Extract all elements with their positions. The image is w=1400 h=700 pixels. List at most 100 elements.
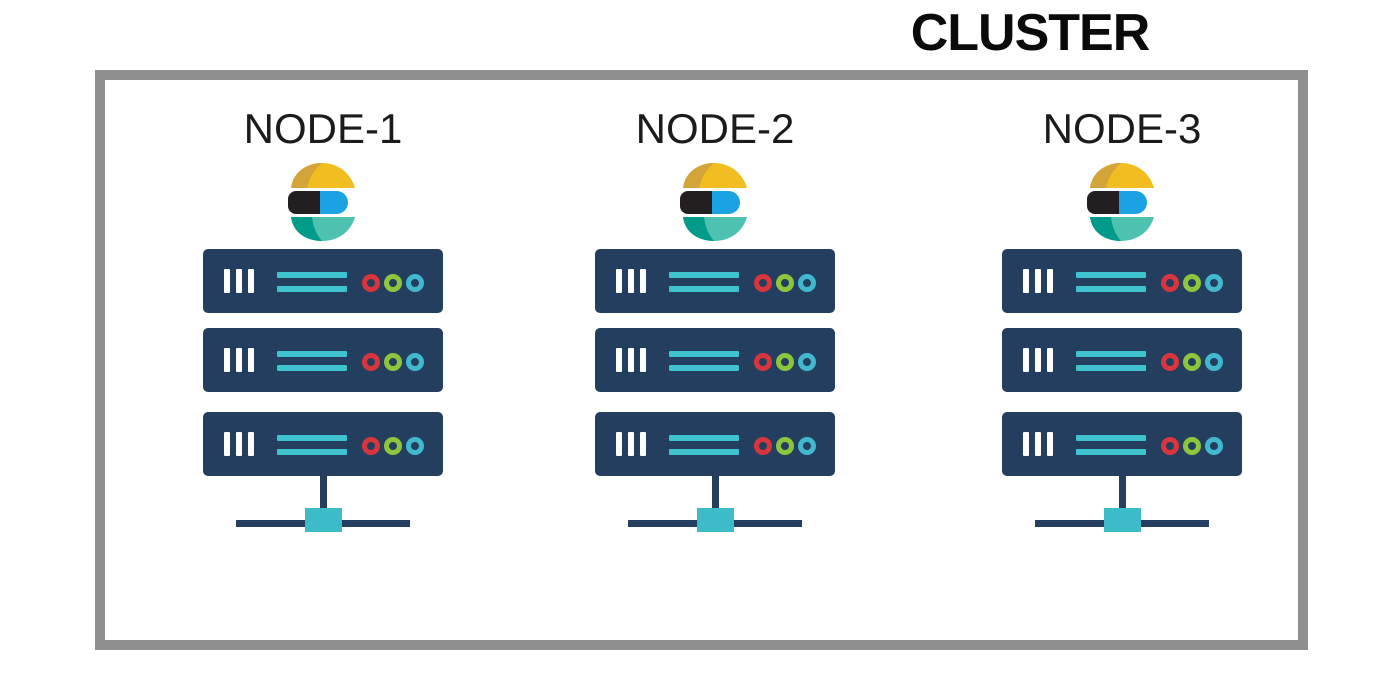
drive-bay-icon [628, 432, 634, 456]
led-cyan-icon [798, 353, 816, 371]
drive-bay-icon [1023, 269, 1029, 293]
vent-line-icon [1076, 272, 1146, 278]
server-rack [203, 412, 443, 476]
cluster-boundary-frame: NODE-1 [95, 70, 1308, 650]
drive-bay-icon [224, 269, 230, 293]
led-cyan-icon [1205, 353, 1223, 371]
led-green-icon [384, 437, 402, 455]
drive-bay-icon [1047, 348, 1053, 372]
drive-bay-icon [616, 432, 622, 456]
vent-line-icon [1076, 286, 1146, 292]
led-green-icon [776, 274, 794, 292]
drive-bay-icon [1035, 348, 1041, 372]
led-red-icon [754, 437, 772, 455]
network-connector [1002, 476, 1242, 534]
drive-bay-icon [248, 348, 254, 372]
cable-vertical [712, 476, 719, 512]
elasticsearch-logo-icon [1087, 163, 1154, 241]
server-rack [1002, 249, 1242, 313]
drive-bay-icon [628, 269, 634, 293]
network-switch-icon [1104, 508, 1141, 532]
led-red-icon [1161, 437, 1179, 455]
drive-bay-icon [1035, 432, 1041, 456]
led-red-icon [362, 353, 380, 371]
node-column-2: NODE-2 [595, 106, 835, 534]
cluster-title: CLUSTER [910, 4, 1151, 62]
drive-bay-icon [248, 269, 254, 293]
led-cyan-icon [798, 437, 816, 455]
network-switch-icon [305, 508, 342, 532]
elasticsearch-logo-icon [288, 163, 355, 241]
drive-bay-icon [224, 348, 230, 372]
server-rack [595, 412, 835, 476]
server-rack [595, 328, 835, 392]
server-rack [203, 328, 443, 392]
network-connector [203, 476, 443, 534]
led-red-icon [362, 437, 380, 455]
led-cyan-icon [406, 353, 424, 371]
led-red-icon [1161, 274, 1179, 292]
drive-bay-icon [640, 348, 646, 372]
led-green-icon [1183, 437, 1201, 455]
node-label: NODE-3 [1042, 105, 1202, 152]
led-cyan-icon [1205, 437, 1223, 455]
led-green-icon [384, 353, 402, 371]
server-rack [203, 249, 443, 313]
led-cyan-icon [1205, 274, 1223, 292]
drive-bay-icon [640, 269, 646, 293]
vent-line-icon [1076, 449, 1146, 455]
led-red-icon [754, 353, 772, 371]
vent-line-icon [277, 449, 347, 455]
elasticsearch-logo-icon [680, 163, 747, 241]
vent-line-icon [669, 365, 739, 371]
drive-bay-icon [248, 432, 254, 456]
server-rack [595, 249, 835, 313]
drive-bay-icon [616, 269, 622, 293]
cable-vertical [320, 476, 327, 512]
led-cyan-icon [798, 274, 816, 292]
node-column-3: NODE-3 [1002, 106, 1242, 534]
vent-line-icon [277, 365, 347, 371]
drive-bay-icon [1047, 432, 1053, 456]
vent-line-icon [1076, 365, 1146, 371]
node-label: NODE-2 [635, 105, 795, 152]
led-red-icon [1161, 353, 1179, 371]
vent-line-icon [1076, 351, 1146, 357]
led-green-icon [384, 274, 402, 292]
vent-line-icon [669, 286, 739, 292]
vent-line-icon [277, 435, 347, 441]
vent-line-icon [669, 449, 739, 455]
drive-bay-icon [1047, 269, 1053, 293]
led-red-icon [754, 274, 772, 292]
drive-bay-icon [1023, 432, 1029, 456]
led-green-icon [776, 353, 794, 371]
vent-line-icon [277, 286, 347, 292]
led-cyan-icon [406, 274, 424, 292]
vent-line-icon [277, 272, 347, 278]
drive-bay-icon [236, 269, 242, 293]
node-column-1: NODE-1 [203, 106, 443, 534]
vent-line-icon [277, 351, 347, 357]
server-rack [1002, 328, 1242, 392]
led-cyan-icon [406, 437, 424, 455]
server-rack [1002, 412, 1242, 476]
drive-bay-icon [1035, 269, 1041, 293]
drive-bay-icon [616, 348, 622, 372]
drive-bay-icon [628, 348, 634, 372]
vent-line-icon [1076, 435, 1146, 441]
led-green-icon [1183, 274, 1201, 292]
drive-bay-icon [236, 348, 242, 372]
cable-vertical [1119, 476, 1126, 512]
drive-bay-icon [224, 432, 230, 456]
vent-line-icon [669, 272, 739, 278]
drive-bay-icon [640, 432, 646, 456]
led-green-icon [1183, 353, 1201, 371]
vent-line-icon [669, 351, 739, 357]
network-switch-icon [697, 508, 734, 532]
led-green-icon [776, 437, 794, 455]
led-red-icon [362, 274, 380, 292]
vent-line-icon [669, 435, 739, 441]
drive-bay-icon [236, 432, 242, 456]
node-label: NODE-1 [243, 105, 403, 152]
network-connector [595, 476, 835, 534]
